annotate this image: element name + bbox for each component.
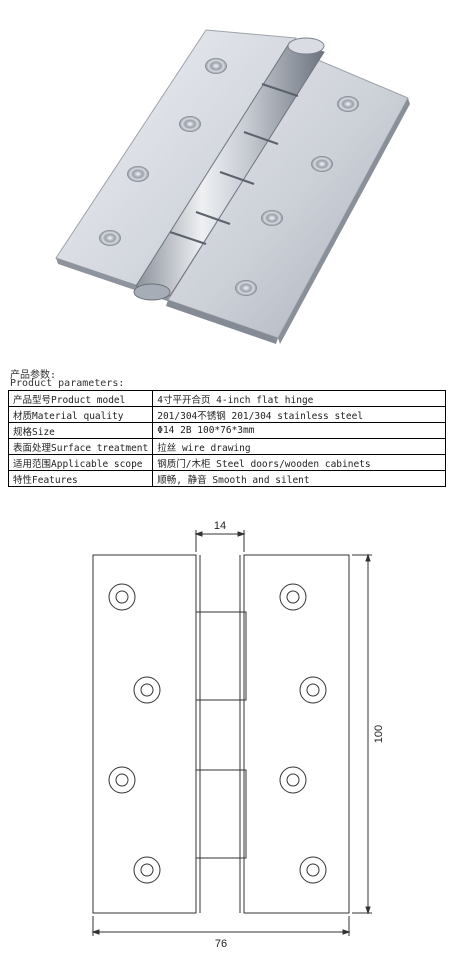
table-row: 表面处理Surface treatment 拉丝 wire drawing	[7, 438, 446, 455]
param-value: 钢质门/木柜 Steel doors/wooden cabinets	[152, 454, 446, 471]
params-heading-cn: 产品参数:	[10, 370, 57, 381]
param-value: 顺畅, 静音 Smooth and silent	[152, 470, 446, 487]
param-key: 适用范围Applicable scope	[7, 454, 154, 471]
param-key: 规格Size	[7, 422, 154, 439]
table-row: 材质Material quality 201/304不锈钢 201/304 st…	[7, 406, 446, 423]
screw-holes	[99, 58, 359, 296]
drawing-right-leaf	[243, 554, 350, 914]
hinge-photo	[55, 29, 410, 344]
params-heading-en: Product parameters:	[10, 378, 125, 389]
param-value: 201/304不锈钢 201/304 stainless steel	[152, 406, 446, 423]
table-row: 产品型号Product model 4寸平开合页 4-inch flat hin…	[7, 390, 446, 407]
param-key: 材质Material quality	[7, 406, 154, 423]
drawing-left-leaf	[92, 554, 197, 914]
param-key: 产品型号Product model	[7, 390, 154, 407]
param-value: 4寸平开合页 4-inch flat hinge	[152, 390, 446, 407]
param-key: 特性Features	[7, 470, 154, 487]
param-key: 表面处理Surface treatment	[7, 438, 154, 455]
table-row: 适用范围Applicable scope 钢质门/木柜 Steel doors/…	[7, 454, 446, 471]
technical-drawing: 14 100 76	[91, 520, 385, 950]
table-row: 特性Features 顺畅, 静音 Smooth and silent	[7, 470, 446, 487]
param-value: 拉丝 wire drawing	[152, 438, 446, 455]
params-table: 产品型号Product model 4寸平开合页 4-inch flat hin…	[7, 390, 446, 487]
table-row: 规格Size Φ14 2B 100*76*3mm	[7, 422, 446, 439]
drawing-screw-holes	[108, 583, 327, 884]
dim-width-label: 76	[215, 938, 227, 950]
hinge-barrel	[133, 37, 325, 301]
param-value: Φ14 2B 100*76*3mm	[152, 422, 446, 439]
dim-height-label: 100	[373, 725, 385, 743]
dim-knuckle-label: 14	[214, 520, 226, 532]
